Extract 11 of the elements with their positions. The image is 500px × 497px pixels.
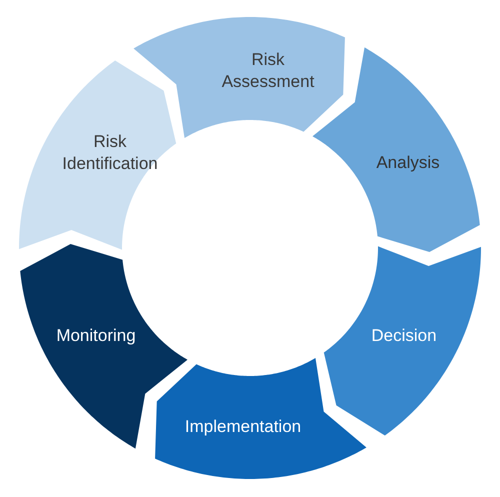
chevron-segment: [155, 357, 367, 479]
segment-label: Decision: [371, 325, 437, 347]
chevron-segment: [20, 244, 188, 449]
segment-label: Implementation: [184, 416, 302, 438]
segment-label: Risk Identification: [62, 131, 158, 175]
chevron-segment: [19, 60, 177, 250]
chevron-segment: [133, 17, 345, 139]
segment-label: Analysis: [376, 152, 440, 174]
segment-label: Risk Assessment: [222, 49, 314, 93]
chevron-segment: [323, 246, 481, 436]
segment-label: Monitoring: [56, 325, 136, 347]
